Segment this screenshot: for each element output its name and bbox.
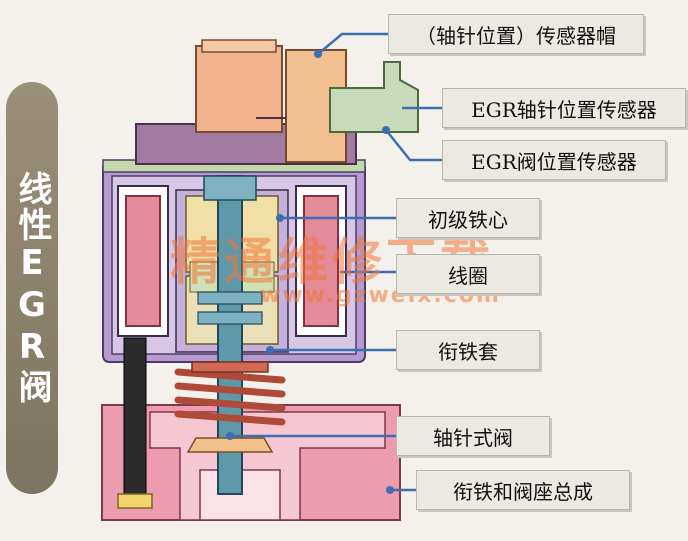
leader-lines [230, 32, 442, 492]
label-armature-sleeve-text: 衔铁套 [438, 339, 498, 364]
sensor-cap-top [201, 39, 277, 53]
spring-retainer [191, 361, 269, 373]
return-spring [174, 368, 286, 426]
label-sensor-cap-text: （轴针位置）传感器帽 [416, 23, 616, 48]
shaft-collar-mid [197, 291, 263, 305]
label-armature-seat-assembly-text: 衔铁和阀座总成 [453, 479, 593, 504]
label-sensor-cap: （轴针位置）传感器帽 [388, 14, 644, 54]
leader-dots [226, 50, 394, 494]
label-egr-valve-position-sensor: EGR阀位置传感器 [442, 140, 666, 180]
coil-left [125, 195, 161, 327]
label-armature-seat-assembly: 衔铁和阀座总成 [416, 470, 630, 510]
bolt-head [117, 493, 153, 509]
label-primary-core: 初级铁心 [396, 198, 540, 238]
label-primary-core-text: 初级铁心 [428, 207, 508, 232]
shaft-collar-lower [197, 311, 263, 325]
mounting-bolt [123, 337, 147, 509]
label-egr-pintle-position-sensor: EGR轴针位置传感器 [442, 88, 686, 128]
label-egr-pintle-position-sensor-text: EGR轴针位置传感器 [471, 97, 657, 122]
shaft-collar-upper [203, 175, 257, 201]
sensor-cap [195, 45, 283, 133]
side-title-banner: 线性EGR阀 [6, 82, 58, 494]
egr-pintle-position-sensor-body [329, 61, 419, 133]
label-pintle-valve: 轴针式阀 [396, 416, 550, 456]
label-pintle-valve-text: 轴针式阀 [433, 425, 513, 450]
label-egr-valve-position-sensor-text: EGR阀位置传感器 [471, 149, 637, 174]
label-armature-sleeve: 衔铁套 [396, 330, 540, 370]
pintle-valve-head [186, 437, 274, 453]
label-coil: 线圈 [396, 254, 540, 294]
label-coil-text: 线圈 [448, 263, 488, 288]
side-title-text: 线性EGR阀 [12, 171, 52, 405]
